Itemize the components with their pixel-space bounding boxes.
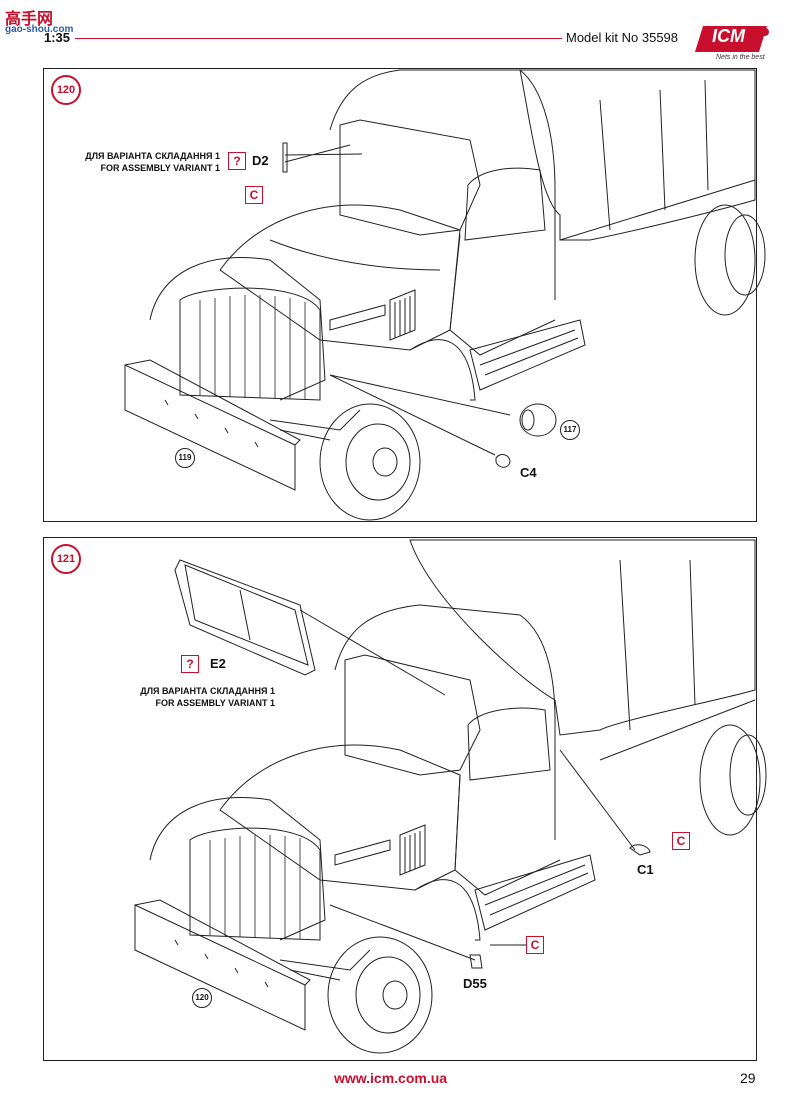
step-120-sprue-c-box: C (245, 186, 263, 204)
logo-tagline: Nets in the best (716, 54, 765, 61)
ref-119: 119 (175, 448, 195, 468)
step-121-sprue-c-box-2: C (526, 936, 544, 954)
step-120-panel (43, 68, 757, 522)
ref-120: 120 (192, 988, 212, 1008)
step-121-panel (43, 537, 757, 1061)
step-120-note-ua: ДЛЯ ВАРІАНТА СКЛАДАННЯ 1 (85, 151, 220, 161)
logo-text: ICM (712, 26, 745, 46)
step-121-truck-drawing (134, 539, 767, 1054)
part-d55-label: D55 (463, 976, 487, 991)
step-120-note: ДЛЯ ВАРІАНТА СКЛАДАННЯ 1 FOR ASSEMBLY VA… (60, 150, 220, 174)
ref-117: 117 (560, 420, 580, 440)
part-d2-label: D2 (252, 153, 269, 168)
icm-logo-icon (695, 26, 769, 52)
scale-label: 1:35 (44, 30, 71, 45)
footer-url[interactable]: www.icm.com.ua (334, 1070, 448, 1086)
part-e2-label: E2 (210, 656, 226, 671)
step-121-note: ДЛЯ ВАРІАНТА СКЛАДАННЯ 1 FOR ASSEMBLY VA… (115, 685, 275, 709)
step-121-sprue-c-box-1: C (672, 832, 690, 850)
step-121-question-box: ? (181, 655, 199, 673)
step-120-truck-drawing (124, 69, 766, 521)
step-121-note-en: FOR ASSEMBLY VARIANT 1 (155, 698, 275, 708)
part-c4-label: C4 (520, 465, 537, 480)
step-120-number: 120 (51, 75, 81, 105)
watermark-logo: 高手网 (5, 11, 54, 28)
step-121-number: 121 (51, 544, 81, 574)
step-121-note-ua: ДЛЯ ВАРІАНТА СКЛАДАННЯ 1 (140, 686, 275, 696)
header-divider (75, 38, 562, 39)
page-number: 29 (740, 1070, 756, 1086)
step-120-question-box: ? (228, 152, 246, 170)
watermark-url: gao-shou.com (5, 24, 74, 35)
kit-number: Model kit No 35598 (566, 30, 679, 45)
part-c1-label: C1 (637, 862, 654, 877)
step-120-note-en: FOR ASSEMBLY VARIANT 1 (100, 163, 220, 173)
